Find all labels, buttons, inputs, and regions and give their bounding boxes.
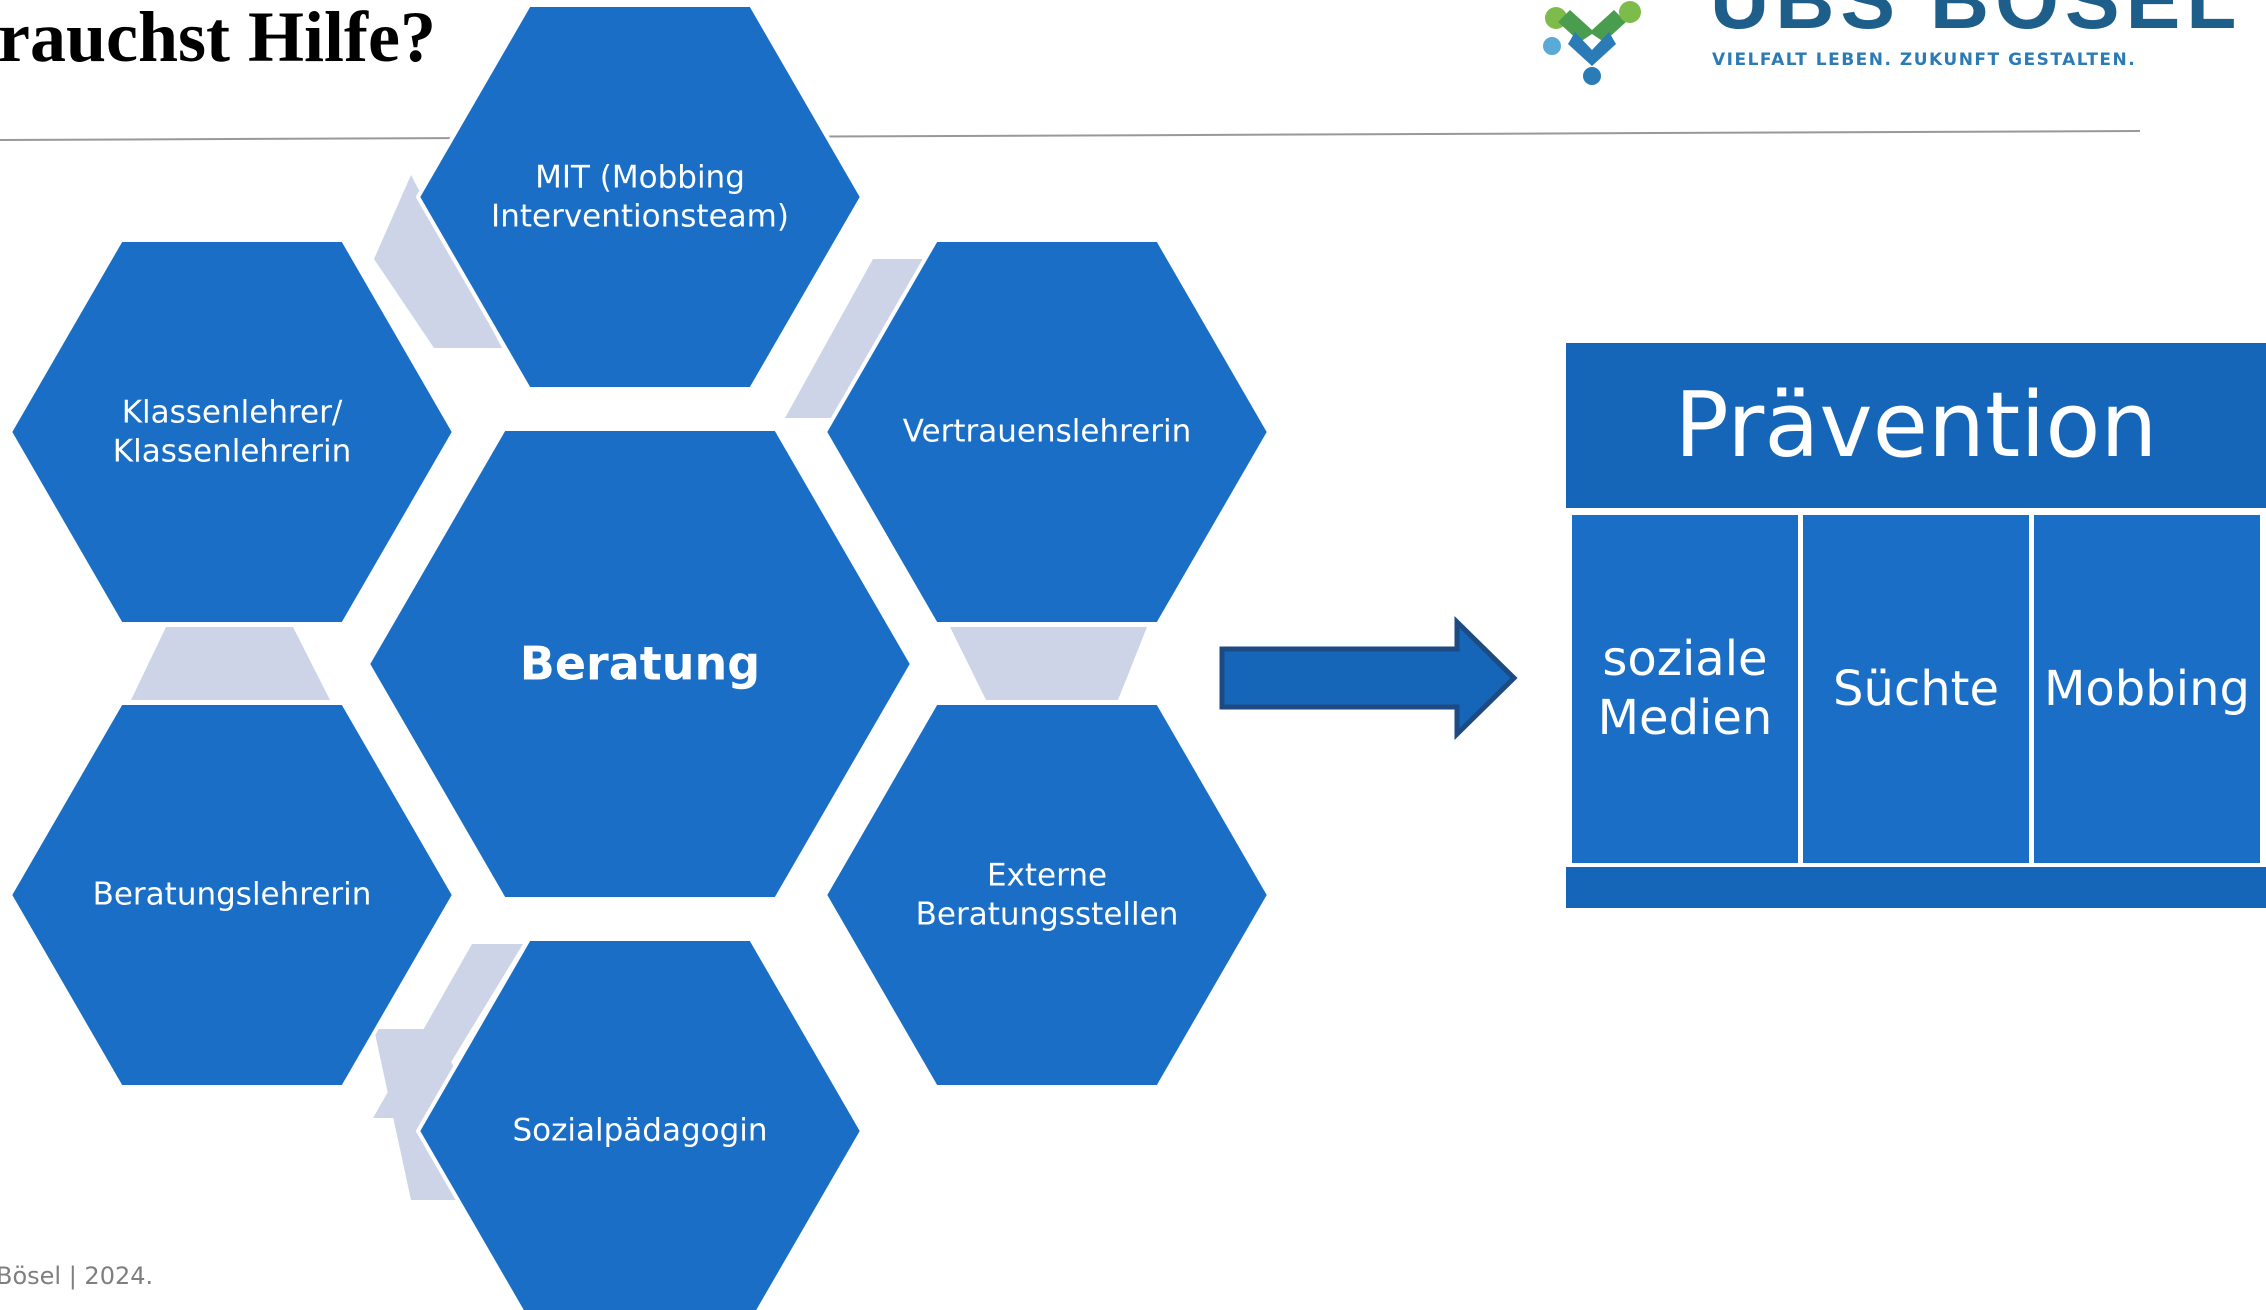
prevention-column-addictions: Süchte [1803, 515, 2029, 863]
title-rule [0, 130, 2141, 141]
prevention-footer-bar [1566, 867, 2266, 908]
hexagon-center [365, 427, 915, 901]
hexagon-3 [822, 701, 1272, 1089]
hexagon-4 [415, 937, 865, 1310]
slide-footer: Bösel | 2024. [0, 1262, 154, 1290]
slide-title: rauchst Hilfe? [0, 0, 436, 77]
hexagon-6 [7, 238, 457, 626]
prevention-column-bullying: Mobbing [2034, 515, 2260, 863]
prevention-column-social-media: soziale Medien [1572, 515, 1798, 863]
connector-1 [374, 175, 502, 348]
logo-brand-text: UBS BÖSEL [1710, 0, 2243, 46]
hexagon-5 [7, 701, 457, 1089]
school-logo: UBS BÖSEL VIELFALT LEBEN. ZUKUNFT GESTAL… [1530, 0, 2236, 92]
hexagon-2 [822, 238, 1272, 626]
prevention-table: Prävention soziale Medien Süchte Mobbing [1566, 343, 2266, 908]
arrow-right-icon [1219, 616, 1518, 740]
prevention-title: Prävention [1566, 343, 2266, 508]
logo-tagline: VIELFALT LEBEN. ZUKUNFT GESTALTEN. [1712, 50, 2137, 70]
connector-2 [785, 259, 923, 418]
connector-5 [131, 627, 330, 700]
hexagon-1 [415, 3, 865, 391]
connector-3 [950, 627, 1147, 700]
logo-people-icon [1543, 1, 1641, 85]
